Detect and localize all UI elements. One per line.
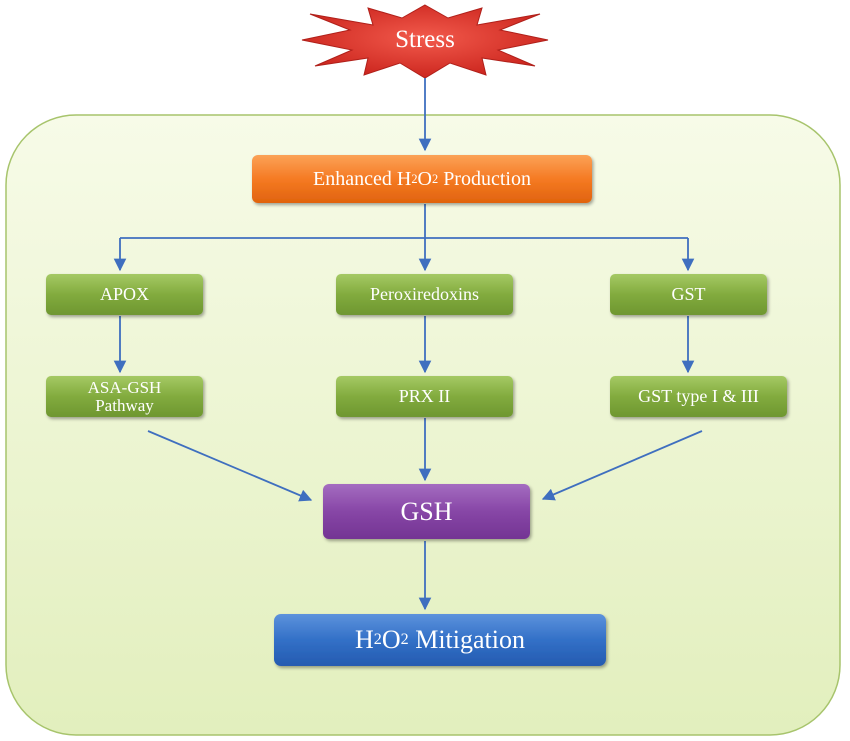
- asa-gsh-label: ASA-GSH Pathway: [46, 376, 203, 417]
- gst-type-box: [610, 376, 787, 417]
- gsh-box: [323, 484, 530, 539]
- asa-gsh-line2: Pathway: [95, 395, 154, 415]
- apox-label: APOX: [99, 284, 149, 305]
- gst-type-label: GST type I & III: [638, 386, 759, 407]
- prx2-label: PRX II: [398, 386, 451, 407]
- arrow-asa-to-gsh: [147, 430, 313, 502]
- peroxiredoxins-label: Peroxiredoxins: [370, 284, 479, 305]
- arrow-gst2-to-gsh: [541, 430, 703, 501]
- arrows: [113, 78, 703, 611]
- asa-gsh-line1: ASA-GSH: [87, 377, 162, 397]
- background-panel: [5, 114, 841, 736]
- gst-label: GST: [671, 284, 706, 305]
- mitigation-box: [274, 614, 606, 666]
- apox-box: [46, 274, 203, 315]
- gst-box: [610, 274, 767, 315]
- stress-label: Stress: [395, 25, 455, 53]
- prx2-box: [336, 376, 513, 417]
- peroxiredoxins-box: [336, 274, 513, 315]
- h2o-production-box: [252, 155, 592, 203]
- gsh-label: GSH: [400, 496, 453, 526]
- asa-gsh-box: [46, 376, 203, 417]
